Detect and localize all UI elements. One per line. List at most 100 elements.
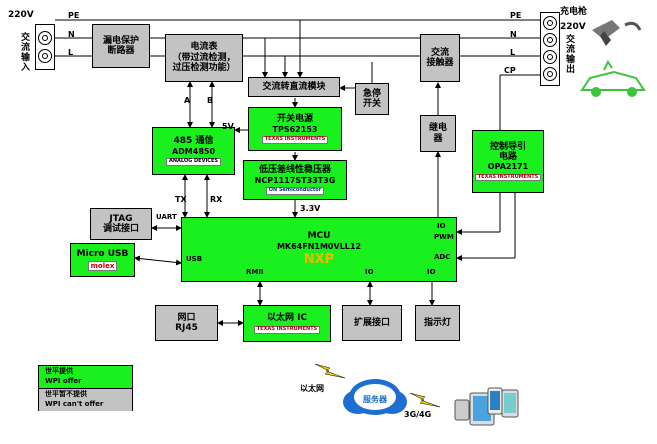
right-terminal-block — [540, 12, 560, 86]
ti-logo: TEXAS INSTRUMENTS — [474, 173, 542, 182]
estop-label-1: 急停 — [362, 88, 381, 99]
signal-usb: USB — [186, 255, 203, 263]
port-icon — [543, 50, 557, 64]
left-terminal-title: 交流输入 — [19, 32, 29, 72]
pilot-title-2: 电路 — [498, 152, 517, 163]
molex-logo: molex — [87, 261, 118, 272]
ti-logo: TEXAS INSTRUMENTS — [253, 325, 321, 334]
jtag-block: JTAG 调试接口 — [90, 208, 152, 240]
pilot-part: OPA2171 — [487, 162, 529, 172]
signal-5v: 5V — [222, 122, 234, 131]
signal-tx: TX — [175, 195, 187, 204]
signal-b: B — [207, 96, 214, 105]
line-n-left: N — [68, 30, 75, 39]
rj45-block: 网口 RJ45 — [155, 305, 218, 341]
signal-io-relay: IO — [437, 222, 446, 230]
line-pe-right: PE — [510, 11, 522, 20]
mobile-network-label: 3G/4G — [404, 410, 432, 419]
ac-dc-module-block: 交流转直流模块 — [248, 77, 340, 97]
rs485-title: 485 通信 — [173, 136, 214, 147]
legend-offer-en: WPI offer — [45, 377, 82, 385]
signal-uart: UART — [156, 213, 177, 221]
output-voltage: 220V — [560, 22, 586, 32]
left-terminal-block — [35, 24, 55, 70]
signal-3v3: 3.3V — [300, 204, 321, 213]
ethernet-ic-block: 以太网 IC TEXAS INSTRUMENTS — [243, 305, 331, 342]
legend-not-offer: 世平暂不提供 WPI can't offer — [39, 389, 132, 411]
leakage-breaker-label: 漏电保护断路器 — [102, 35, 139, 56]
cloud-icon — [343, 379, 407, 415]
signal-io-indicator: IO — [427, 268, 436, 276]
line-pe-left: PE — [68, 11, 80, 20]
ldo-block: 低压差线性稳压器 NCP1117ST33T3G ON Semiconductor — [243, 160, 347, 200]
ethernet-ic-title: 以太网 IC — [266, 313, 308, 324]
line-cp: CP — [504, 66, 516, 75]
meter-title: 电流表 — [190, 42, 218, 53]
meter-desc-2: 过压检测功能） — [172, 63, 236, 74]
devices-icon — [454, 387, 519, 426]
port-icon — [543, 67, 557, 81]
lightning-icon — [314, 363, 346, 379]
line-l-right: L — [510, 48, 516, 57]
legend-offer-cn: 世平提供 — [45, 367, 73, 375]
signal-io-expansion: IO — [365, 268, 374, 276]
signal-a: A — [184, 96, 191, 105]
usb-title: Micro USB — [76, 248, 129, 259]
server-label: 服务器 — [363, 395, 387, 404]
charging-gun-title: 充电枪 — [560, 7, 588, 17]
rj45-label-2: RJ45 — [175, 323, 198, 333]
port-icon — [543, 33, 557, 47]
jtag-label-1: JTAG — [109, 213, 133, 224]
relay-label-1: 继电 — [428, 123, 447, 134]
jtag-label-2: 调试接口 — [102, 224, 139, 234]
mcu-block: MCU MK64FN1M0VLL12 NXP — [181, 217, 457, 282]
onsemi-logo: ON Semiconductor — [265, 186, 325, 195]
mcu-title: MCU — [307, 231, 331, 242]
estop-label-2: 开关 — [362, 99, 381, 109]
indicator-label: 指示灯 — [423, 317, 451, 328]
adi-logo: ANALOG DEVICES — [165, 157, 221, 166]
ac-dc-label: 交流转直流模块 — [262, 81, 326, 92]
lightning-icon — [409, 392, 441, 408]
legend-not-offer-cn: 世平暂不提供 — [45, 390, 87, 398]
expansion-block: 扩展接口 — [342, 305, 402, 341]
signal-adc: ADC — [434, 253, 451, 261]
leakage-breaker-block: 漏电保护断路器 — [92, 24, 150, 68]
ldo-title: 低压差线性稳压器 — [258, 165, 331, 176]
ldo-part: NCP1117ST33T3G — [254, 175, 336, 185]
rj45-label-1: 网口 — [177, 312, 196, 323]
ac-contactor-block: 交流 接触器 — [420, 34, 460, 82]
current-meter-block: 电流表 （带过流检测， 过压检测功能） — [165, 34, 243, 82]
ethernet-link-label: 以太网 — [300, 384, 324, 393]
input-voltage: 220V — [8, 10, 34, 20]
rs485-part: ADM4850 — [171, 146, 216, 156]
contactor-label-2: 接触器 — [426, 58, 454, 68]
legend-offer: 世平提供 WPI offer — [39, 366, 132, 389]
relay-block: 继电 器 — [420, 115, 456, 152]
port-icon — [38, 49, 52, 63]
contactor-label-1: 交流 — [430, 47, 449, 58]
signal-pwm: PWM — [434, 233, 454, 241]
legend-not-offer-en: WPI can't offer — [45, 400, 104, 408]
legend: 世平提供 WPI offer 世平暂不提供 WPI can't offer — [38, 365, 133, 411]
estop-block: 急停 开关 — [355, 83, 389, 115]
signal-rmii: RMII — [246, 268, 264, 276]
mcu-part: MK64FN1M0VLL12 — [276, 241, 362, 251]
relay-label-2: 器 — [433, 133, 443, 144]
port-icon — [543, 16, 557, 30]
usb-block: Micro USB molex — [70, 243, 135, 277]
charging-gun-icon — [592, 20, 642, 46]
indicator-block: 指示灯 — [415, 305, 460, 341]
signal-rx: RX — [210, 195, 223, 204]
meter-desc-1: （带过流检测， — [172, 52, 236, 63]
switch-power-block: 开关电源 TPS62153 TEXAS INSTRUMENTS — [248, 107, 342, 151]
line-n-right: N — [510, 30, 517, 39]
line-l-left: L — [68, 48, 74, 57]
right-terminal-title: 交流输出 — [564, 34, 574, 74]
rs485-block: 485 通信 ADM4850 ANALOG DEVICES — [152, 127, 235, 175]
switch-power-title: 开关电源 — [276, 114, 313, 125]
nxp-logo: NXP — [303, 251, 335, 267]
switch-power-part: TPS62153 — [272, 124, 318, 134]
